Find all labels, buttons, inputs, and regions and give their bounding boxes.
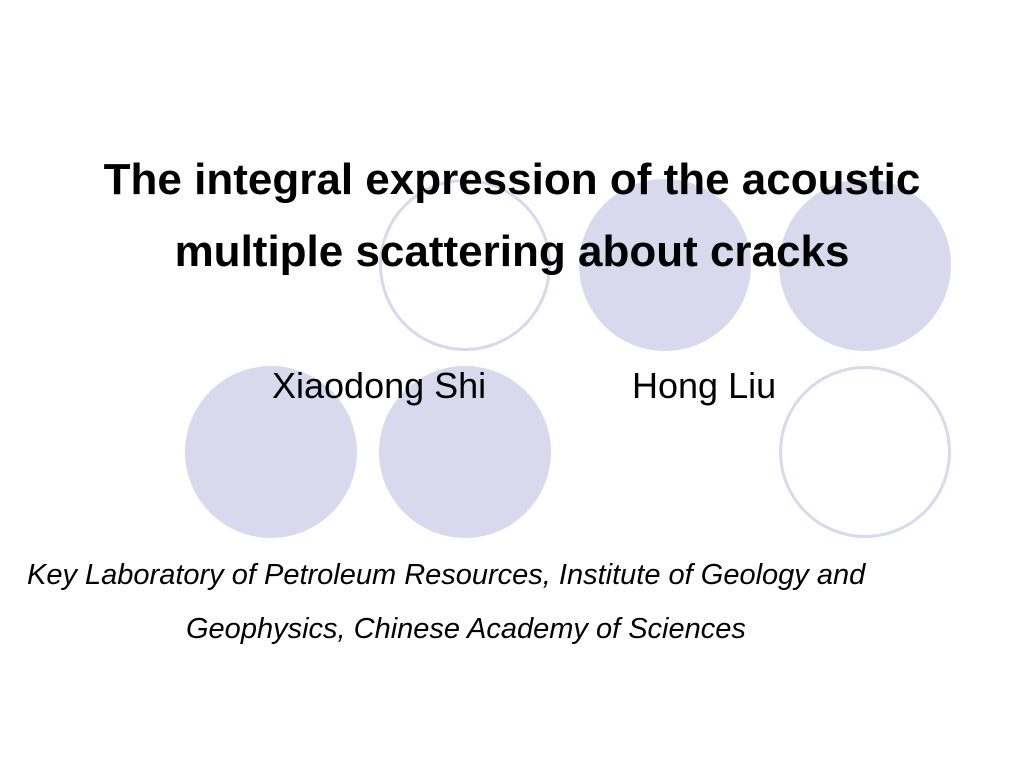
filled-circle-decoration: [779, 179, 951, 351]
author-name: Hong Liu: [632, 365, 777, 406]
outline-circle-decoration: [379, 179, 551, 351]
slide-title-line: multiple scattering about cracks: [174, 227, 850, 276]
outline-circle-decoration: [779, 366, 951, 538]
affiliation-line: Geophysics, Chinese Academy of Sciences: [186, 613, 746, 645]
affiliation-line: Key Laboratory of Petroleum Resources, I…: [27, 559, 866, 591]
author-name: Xiaodong Shi: [272, 365, 487, 406]
filled-circle-decoration: [379, 366, 551, 538]
slide-title-line: The integral expression of the acoustic: [103, 155, 921, 204]
filled-circle-decoration: [185, 366, 357, 538]
filled-circle-decoration: [579, 179, 751, 351]
author-list: Xiaodong Shi Hong Liu: [0, 362, 1024, 410]
slide-title: The integral expression of the acoustic …: [0, 144, 1024, 288]
